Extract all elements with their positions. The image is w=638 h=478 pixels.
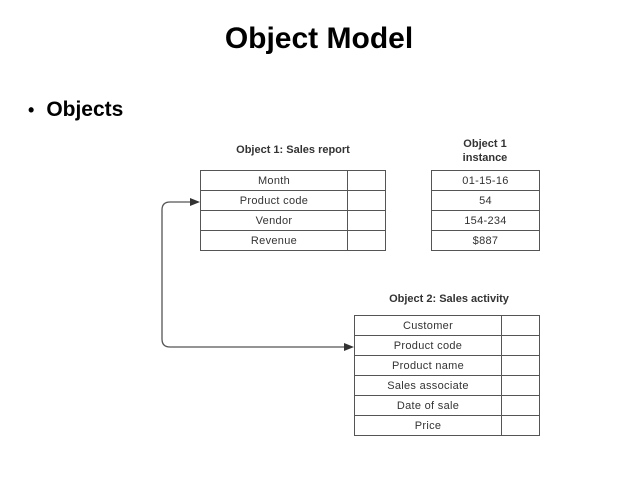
empty-cell [347, 230, 386, 251]
arrowhead-top-icon [190, 198, 200, 206]
value-cell: 154-234 [431, 210, 540, 231]
slide-title: Object Model [224, 22, 414, 55]
value-cell: 01-15-16 [431, 170, 540, 191]
value-cell: $887 [431, 230, 540, 251]
field-cell: Price [354, 415, 502, 436]
empty-cell [501, 415, 540, 436]
table-row: Price [354, 415, 540, 436]
instance1-title-line2: instance [462, 152, 508, 164]
object1-title: Object 1: Sales report [236, 144, 350, 156]
table-row: Date of sale [354, 395, 540, 416]
connector-line [161, 201, 352, 348]
bullet-text: Objects [46, 98, 124, 121]
field-cell: Product code [354, 335, 502, 356]
table-row: Sales associate [354, 375, 540, 396]
table-row: 01-15-16 [431, 170, 540, 191]
arrowhead-bottom-icon [344, 343, 354, 351]
object1-table: Month Product code Vendor Revenue [200, 170, 386, 251]
field-cell: Product code [200, 190, 348, 211]
table-row: $887 [431, 230, 540, 251]
bullet-dot-icon: • [28, 99, 35, 120]
table-row: Product code [200, 190, 386, 211]
table-row: 154-234 [431, 210, 540, 231]
field-cell: Month [200, 170, 348, 191]
table-row: Revenue [200, 230, 386, 251]
table-row: Month [200, 170, 386, 191]
instance1-title-line1: Object 1 [463, 138, 507, 150]
table-row: Product name [354, 355, 540, 376]
bullet-objects: • Objects [28, 98, 123, 122]
table-row: Product code [354, 335, 540, 356]
instance1-title: Object 1 instance [440, 137, 530, 165]
instance1-table: 01-15-16 54 154-234 $887 [431, 170, 540, 251]
object2-table: Customer Product code Product name Sales… [354, 315, 540, 436]
object2-title: Object 2: Sales activity [389, 293, 509, 305]
field-cell: Date of sale [354, 395, 502, 416]
